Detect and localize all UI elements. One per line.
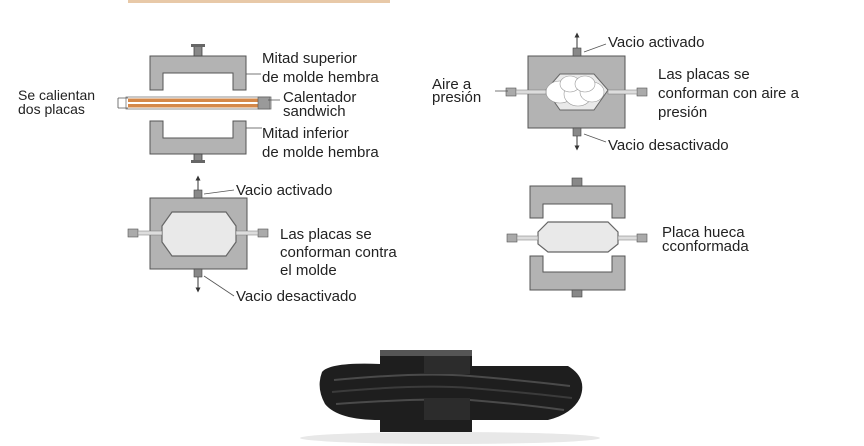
label-vacuum-on-3: Vacio activado xyxy=(236,182,333,199)
nozzle-icon xyxy=(506,233,648,243)
upper-mold-half xyxy=(149,55,247,91)
finished-part-photo xyxy=(300,350,600,444)
label-forming-mold: Las placas se conforman contra el molde xyxy=(280,226,397,279)
label-upper-mold: Mitad superior de molde hembra xyxy=(262,50,379,86)
accent-bar xyxy=(128,0,390,3)
label-vacuum-off-2: Vacio desactivado xyxy=(608,137,729,154)
air-cloud xyxy=(545,75,605,107)
nozzle-icon xyxy=(505,87,648,97)
label-heated-sheets: Se calientan dos placas xyxy=(18,87,96,117)
label-vacuum-off-3: Vacio desactivado xyxy=(236,288,357,305)
step4-diagram xyxy=(506,177,648,298)
step3-diagram xyxy=(127,175,269,297)
nozzle-icon xyxy=(127,228,269,238)
lower-mold-half xyxy=(149,120,247,155)
upper-mold-open xyxy=(529,185,626,219)
label-heater: Calentador sandwich xyxy=(283,89,357,120)
upper-vacuum-port xyxy=(193,45,203,57)
lower-mold-open xyxy=(529,255,626,291)
label-lower-mold: Mitad inferior de molde hembra xyxy=(262,125,379,161)
formed-cavity xyxy=(161,211,237,257)
label-hollow-part: Placa hueca cconformada xyxy=(662,224,749,255)
step2-diagram xyxy=(495,32,648,151)
label-vacuum-on-2: Vacio activado xyxy=(608,34,705,51)
label-air-pressure: Aire a presión xyxy=(432,76,482,106)
hollow-part xyxy=(537,221,619,253)
step1-diagram xyxy=(117,44,280,163)
label-forming-air: Las placas se conforman con aire a presi… xyxy=(658,66,799,121)
